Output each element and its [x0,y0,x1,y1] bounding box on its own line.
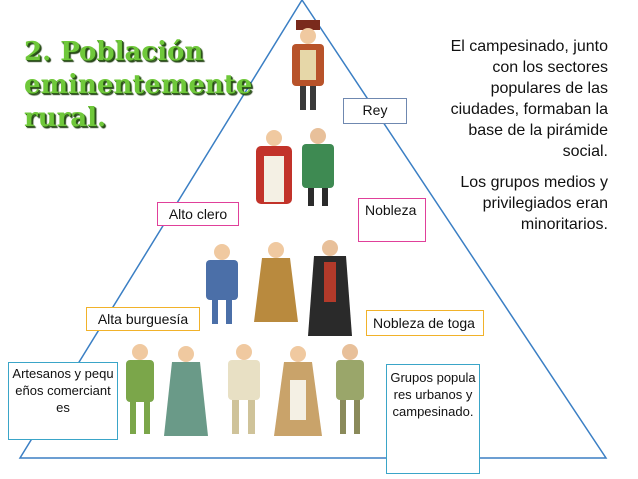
label-artesanos-comerciantes: Artesanos y pequeños comerciantes [8,362,118,440]
figure-burgher-1 [206,244,238,324]
slide-title: 2. Población eminentemente rural. [24,37,253,133]
figure-commoner-5 [336,344,364,434]
figure-commoner-4 [274,346,322,436]
figure-magistrate [308,240,352,336]
figure-noble [302,128,334,206]
figure-burgher-woman [254,242,298,322]
label-nobleza-de-toga: Nobleza de toga [366,310,484,336]
description-text-2: Los grupos medios y privilegiados eran m… [460,174,608,233]
label-rey: Rey [343,98,407,124]
figure-cleric [256,130,292,204]
label-grupos-populares: Grupos populares urbanos y campesinado. [386,364,480,474]
figure-commoner-2 [164,346,208,436]
label-alto-clero: Alto clero [157,202,239,226]
figure-commoner-1 [126,344,154,434]
label-nobleza: Nobleza [358,198,426,242]
description-text-1: El campesinado, junto con los sectores p… [450,38,608,160]
figure-king [292,20,324,110]
label-alta-burguesia: Alta burguesía [86,307,200,331]
figure-commoner-3 [228,344,260,434]
